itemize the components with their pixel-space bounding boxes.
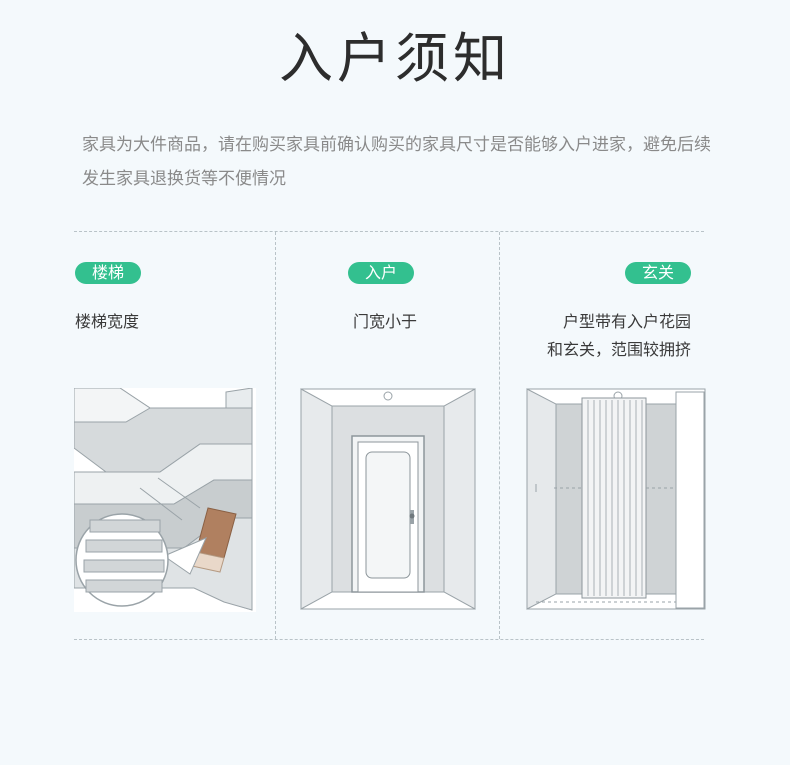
- badge-stairs: 楼梯: [75, 262, 142, 284]
- grid-line-bottom: [74, 639, 704, 640]
- page-title: 入户须知: [279, 27, 511, 90]
- caption-foyer-line1: 户型带有入户花园: [563, 312, 692, 331]
- grid-line-top: [74, 231, 704, 232]
- grid-divider-2: [499, 232, 500, 639]
- badge-foyer: 玄关: [625, 262, 692, 284]
- caption-entrance: 门宽小于: [353, 312, 418, 331]
- badge-entrance: 入户: [348, 262, 415, 284]
- stairs-illustration-icon: [74, 388, 256, 612]
- caption-foyer-line2: 和玄关，范围较拥挤: [547, 340, 692, 359]
- door-illustration-icon: [300, 388, 476, 610]
- hallway-curtain-illustration-icon: [526, 388, 706, 610]
- intro-text: 家具为大件商品，请在购买家具前确认购买的家具尺寸是否能够入户进家，避免后续发生家…: [82, 135, 711, 189]
- caption-stairs: 楼梯宽度: [75, 312, 140, 331]
- grid-divider-1: [275, 232, 276, 639]
